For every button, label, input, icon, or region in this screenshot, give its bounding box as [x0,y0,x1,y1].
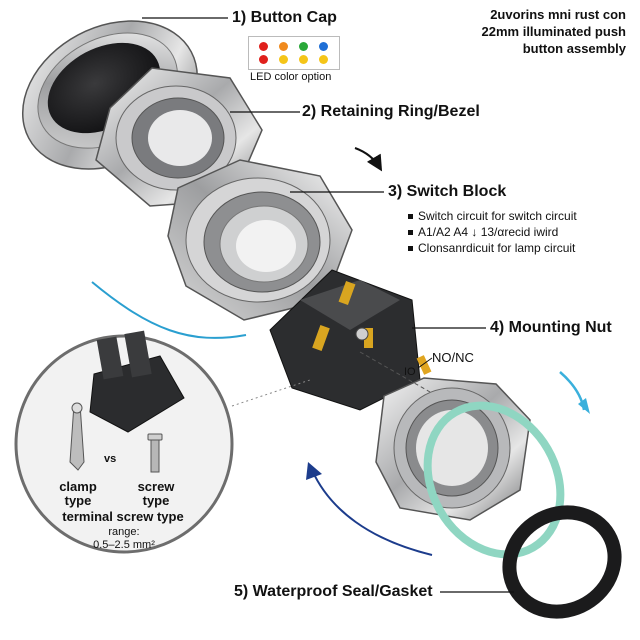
title-line-2: 22mm illuminated push [481,24,626,39]
label-gasket: 5) Waterproof Seal/Gasket [234,583,433,600]
led-dot [259,55,268,64]
led-color-caption: LED color option [250,71,332,83]
mounting-nut [375,377,531,521]
label-mounting-nut: 4) Mounting Nut [490,319,612,336]
inner-seal-ring [423,401,565,559]
sweep-arrow-left [91,281,247,339]
label-retaining-ring: 2) Retaining Ring/Bezel [302,103,480,120]
label-button-cap: 1) Button Cap [232,9,337,26]
inset-screw-type: screw type [137,479,175,508]
bullet-item: A1/A2 A4 ↓ 13/αrecid iwird [408,224,577,240]
label-switch-block: 3) Switch Block [388,183,507,200]
led-dot [259,42,268,51]
terminal-connector-illustration [89,330,185,433]
screw-terminal-illustration [147,433,163,473]
io-label: IO [404,366,416,378]
led-dot [319,55,328,64]
sweep-arrow-top [354,147,383,172]
led-color-swatch-box [248,36,340,70]
led-dot [299,42,308,51]
led-dot [319,42,328,51]
inset-vs: vs [104,453,117,465]
sweep-arrow-bottom [311,469,433,556]
inset-range-value: 0.5–2.5 mm² [93,539,155,551]
led-dot [279,42,288,51]
switch-block-body [269,269,432,411]
sweep-arrowhead-bottom [306,462,322,480]
title-block: 2uvorins mni rust con 22mm illuminated p… [426,6,626,57]
inset-callout-line [231,379,311,407]
led-dot [299,55,308,64]
inset-range-label: range: [108,526,140,538]
bullet-item: Switch circuit for switch circuit [408,208,577,224]
switch-block-bullets: Switch circuit for switch circuit A1/A2 … [408,208,577,256]
bullet-item: Clonsanrdicuit for lamp circuit [408,240,577,256]
title-line-3: button assembly [522,41,626,56]
waterproof-gasket [502,505,622,619]
inset-terminal-screw-type: terminal screw type [62,509,184,524]
title-line-1: 2uvorins mni rust con [490,7,626,22]
led-dot [279,55,288,64]
inset-clamp-type: clamp type [59,479,97,508]
nonc-label: NO/NC [432,350,474,365]
sweep-arrowhead-right [578,398,590,414]
leader-nonc [417,357,433,369]
retaining-ring-bezel [95,67,263,207]
clamp-terminal-illustration [69,402,85,471]
switch-block-nut [167,159,353,321]
